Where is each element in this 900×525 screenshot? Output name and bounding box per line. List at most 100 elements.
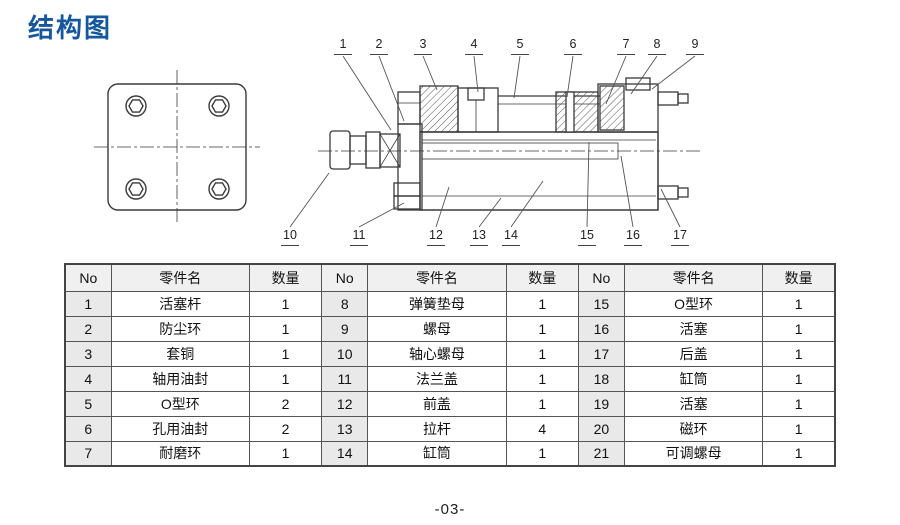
part-name-cell: 轴心螺母	[367, 340, 507, 367]
no-cell: 19	[577, 390, 625, 417]
callout-4: 4	[465, 36, 483, 55]
part-name-cell: 套铜	[110, 340, 250, 367]
qty-cell: 1	[762, 290, 836, 317]
part-name-cell: 磁环	[623, 415, 764, 442]
qty-cell: 1	[248, 365, 323, 392]
no-cell: 20	[577, 415, 625, 442]
no-cell: 7	[64, 440, 112, 467]
callout-13: 13	[470, 227, 488, 246]
part-name-cell: 轴用油封	[110, 365, 250, 392]
callout-11: 11	[350, 227, 368, 246]
no-cell: 15	[577, 290, 625, 317]
qty-cell: 2	[248, 390, 323, 417]
qty-cell: 1	[762, 340, 836, 367]
header-qty: 数量	[505, 263, 579, 292]
no-cell: 3	[64, 340, 112, 367]
callout-7: 7	[617, 36, 635, 55]
part-name-cell: 孔用油封	[110, 415, 250, 442]
header-no: No	[577, 263, 625, 292]
callout-15: 15	[578, 227, 596, 246]
header-qty: 数量	[248, 263, 323, 292]
no-cell: 16	[577, 315, 625, 342]
qty-cell: 2	[248, 415, 323, 442]
qty-cell: 1	[248, 340, 323, 367]
part-name-cell: 活塞	[623, 390, 764, 417]
no-cell: 2	[64, 315, 112, 342]
callout-8: 8	[648, 36, 666, 55]
qty-cell: 1	[762, 315, 836, 342]
callout-1: 1	[334, 36, 352, 55]
qty-cell: 1	[505, 440, 579, 467]
leader-lines	[289, 55, 696, 228]
no-cell: 14	[321, 440, 369, 467]
no-cell: 18	[577, 365, 625, 392]
part-name-cell: 缸筒	[367, 440, 507, 467]
header-no: No	[64, 263, 112, 292]
callout-9: 9	[686, 36, 704, 55]
no-cell: 17	[577, 340, 625, 367]
callout-5: 5	[511, 36, 529, 55]
no-cell: 13	[321, 415, 369, 442]
part-name-cell: O型环	[110, 390, 250, 417]
no-cell: 11	[321, 365, 369, 392]
qty-cell: 1	[762, 440, 836, 467]
no-cell: 12	[321, 390, 369, 417]
header-part-name: 零件名	[367, 263, 507, 292]
callout-3: 3	[414, 36, 432, 55]
callout-2: 2	[370, 36, 388, 55]
no-cell: 5	[64, 390, 112, 417]
qty-cell: 1	[762, 415, 836, 442]
part-name-cell: 缸筒	[623, 365, 764, 392]
qty-cell: 1	[505, 340, 579, 367]
qty-cell: 1	[248, 290, 323, 317]
header-part-name: 零件名	[110, 263, 250, 292]
no-cell: 9	[321, 315, 369, 342]
part-name-cell: 可调螺母	[623, 440, 764, 467]
no-cell: 10	[321, 340, 369, 367]
no-cell: 6	[64, 415, 112, 442]
qty-cell: 1	[505, 365, 579, 392]
cylinder-section	[318, 77, 702, 211]
qty-cell: 1	[505, 390, 579, 417]
part-name-cell: O型环	[623, 290, 764, 317]
callout-10: 10	[281, 227, 299, 246]
no-cell: 1	[64, 290, 112, 317]
qty-cell: 1	[248, 315, 323, 342]
no-cell: 8	[321, 290, 369, 317]
part-name-cell: 法兰盖	[367, 365, 507, 392]
callout-17: 17	[671, 227, 689, 246]
header-part-name: 零件名	[623, 263, 764, 292]
part-name-cell: 拉杆	[367, 415, 507, 442]
qty-cell: 1	[762, 390, 836, 417]
part-name-cell: 耐磨环	[110, 440, 250, 467]
callout-14: 14	[502, 227, 520, 246]
part-name-cell: 活塞杆	[110, 290, 250, 317]
qty-cell: 1	[505, 290, 579, 317]
header-qty: 数量	[762, 263, 836, 292]
qty-cell: 1	[762, 365, 836, 392]
page-number: -03-	[434, 501, 466, 518]
page-title: 结构图	[28, 13, 113, 43]
no-cell: 21	[577, 440, 625, 467]
no-cell: 4	[64, 365, 112, 392]
callout-12: 12	[427, 227, 445, 246]
part-name-cell: 后盖	[623, 340, 764, 367]
qty-cell: 4	[505, 415, 579, 442]
header-no: No	[321, 263, 369, 292]
qty-cell: 1	[248, 440, 323, 467]
callout-6: 6	[564, 36, 582, 55]
callout-16: 16	[624, 227, 642, 246]
flange-view	[94, 70, 260, 224]
part-name-cell: 活塞	[623, 315, 764, 342]
part-name-cell: 弹簧垫母	[367, 290, 507, 317]
qty-cell: 1	[505, 315, 579, 342]
